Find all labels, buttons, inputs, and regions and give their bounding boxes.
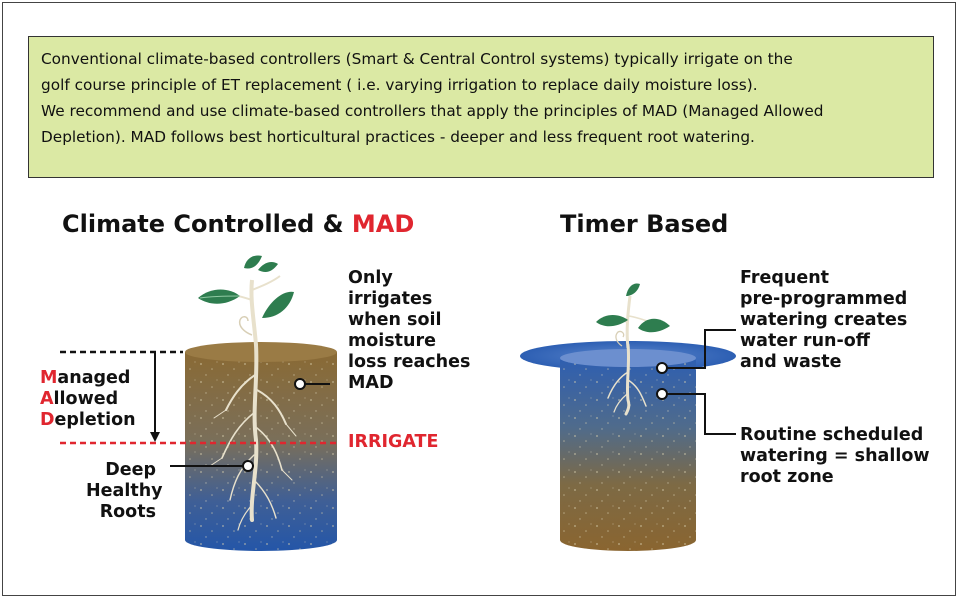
callout-line: loss reaches — [348, 352, 471, 372]
left-plant — [198, 255, 294, 346]
callout-line: watering creates — [740, 310, 908, 330]
roots-label: Deep Healthy Roots — [86, 460, 163, 523]
callout-line: and waste — [740, 352, 842, 372]
roots-line: Healthy — [86, 481, 163, 501]
intro-box: Conventional climate-based controllers (… — [28, 36, 934, 178]
left-soil-cylinder — [185, 342, 337, 551]
mad-letter: A — [40, 389, 54, 409]
shallow-roots — [607, 343, 647, 416]
intro-line: Conventional climate-based controllers (… — [41, 50, 793, 68]
callout-line: Only — [348, 268, 393, 288]
callout-line: root zone — [740, 467, 834, 487]
callout-line: water run-off — [740, 331, 870, 351]
mad-legend: Managed Allowed Depletion — [40, 368, 136, 431]
left-heading: Climate Controlled & MAD — [62, 210, 414, 238]
callout-dot-icon — [656, 388, 668, 400]
mad-legend-item: Allowed — [40, 389, 136, 410]
callout-line: MAD — [348, 373, 394, 393]
callout-line: irrigates — [348, 289, 433, 309]
roots-line: Deep — [105, 460, 156, 480]
mad-word: epletion — [54, 410, 136, 430]
shallow-callout: Routine scheduled watering = shallow roo… — [740, 425, 930, 488]
callout-line: moisture — [348, 331, 436, 351]
mad-accent: MAD — [351, 210, 415, 238]
runoff-callout: Frequent pre-programmed watering creates… — [740, 268, 907, 373]
deep-roots — [209, 343, 297, 531]
intro-line: We recommend and use climate-based contr… — [41, 102, 824, 120]
shallow-leader — [662, 393, 736, 435]
right-soil-cylinder — [520, 341, 736, 551]
roots-line: Roots — [99, 502, 156, 522]
callout-line: watering = shallow — [740, 446, 930, 466]
runoff-leader — [662, 329, 736, 369]
callout-line: when soil — [348, 310, 442, 330]
mad-legend-item: Managed — [40, 368, 136, 389]
callout-dot-icon — [242, 460, 254, 472]
callout-dot-icon — [656, 362, 668, 374]
right-plant — [596, 283, 670, 349]
callout-line: Frequent — [740, 268, 830, 288]
mad-letter: M — [40, 368, 58, 388]
intro-line: golf course principle of ET replacement … — [41, 76, 758, 94]
left-heading-text: Climate Controlled & — [62, 210, 352, 238]
mad-word: llowed — [53, 389, 119, 409]
mad-callout: Only irrigates when soil moisture loss r… — [348, 268, 470, 394]
right-heading: Timer Based — [560, 210, 729, 238]
irrigate-label: IRRIGATE — [348, 432, 439, 452]
callout-line: Routine scheduled — [740, 425, 924, 445]
arrow-head-icon — [150, 432, 160, 442]
mad-legend-item: Depletion — [40, 410, 136, 431]
callout-dot-icon — [294, 378, 306, 390]
mad-word: anaged — [57, 368, 131, 388]
intro-line: Depletion). MAD follows best horticultur… — [41, 128, 755, 146]
callout-line: pre-programmed — [740, 289, 908, 309]
mad-letter: D — [40, 410, 55, 430]
